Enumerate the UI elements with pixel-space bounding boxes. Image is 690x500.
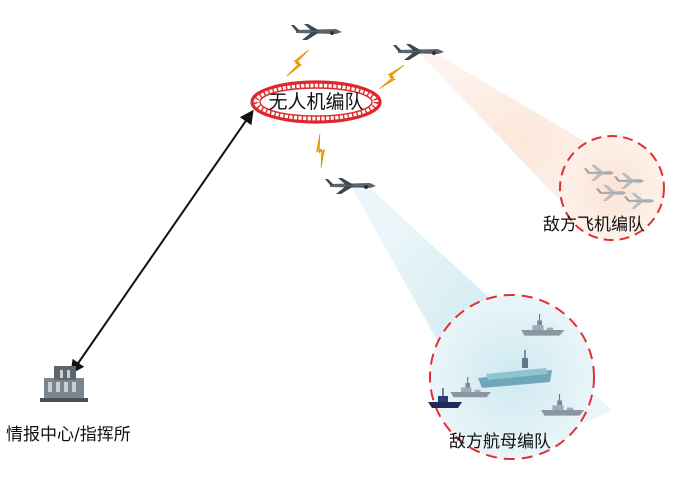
enemy-aircraft-label: 敌方飞机编队 xyxy=(543,215,645,235)
data-link-arrow xyxy=(72,112,252,372)
command-building-icon xyxy=(40,366,88,402)
uav-formation-label: 无人机编队 xyxy=(268,91,363,113)
enemy-carrier-label: 敌方航母编队 xyxy=(449,432,551,452)
command-center-label: 情报中心/指挥所 xyxy=(6,425,131,445)
